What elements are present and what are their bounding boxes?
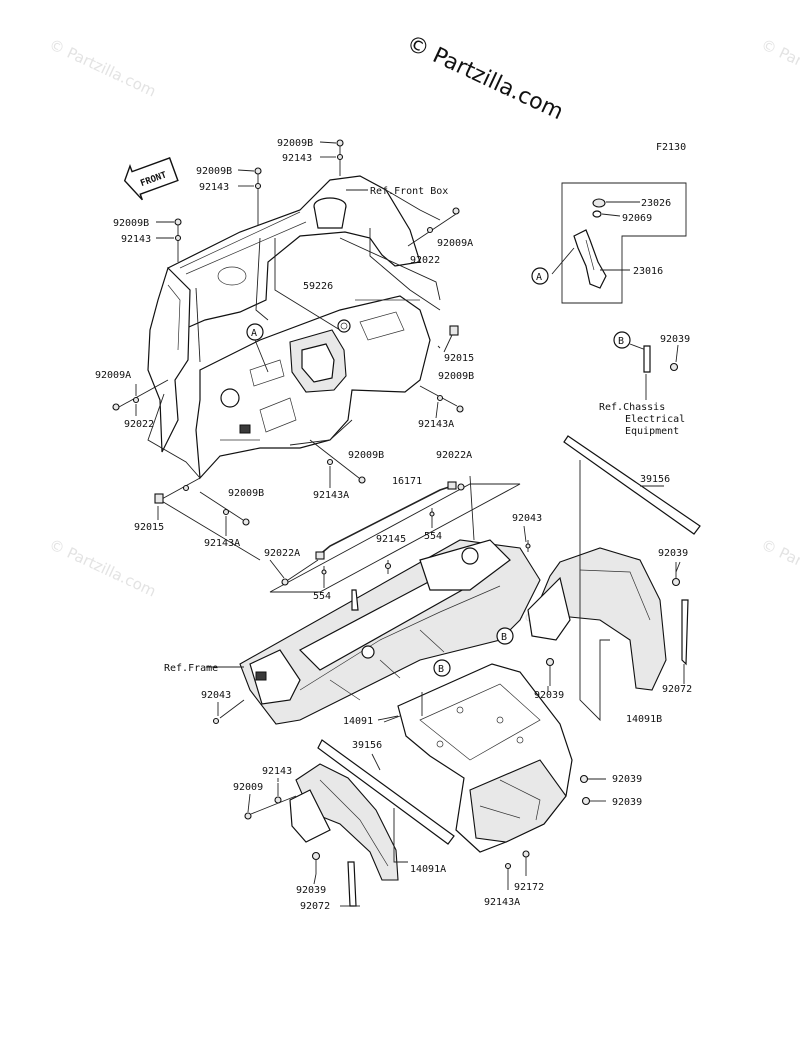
strip-39156-lower <box>317 739 455 845</box>
part-labels: 92009B 92143 92009B 92143 92009B 92143 R… <box>95 138 692 912</box>
part-label: 14091A <box>410 864 446 875</box>
part-label: 92015 <box>444 353 474 364</box>
part-label: 92143A <box>313 490 349 501</box>
part-label: 23016 <box>633 266 663 277</box>
fasteners-right <box>671 562 689 680</box>
part-label: 39156 <box>640 474 670 485</box>
ref-label: Ref.Chassis <box>599 402 665 413</box>
part-label: 92009B <box>113 218 149 229</box>
dashboard-panel <box>195 295 431 480</box>
part-label: 92143 <box>282 153 312 164</box>
fasteners-floor <box>212 657 606 890</box>
part-label: 92143A <box>484 897 520 908</box>
part-label: 14091 <box>343 716 373 727</box>
fasteners-lower-left <box>244 783 360 907</box>
part-label: 92143A <box>418 419 454 430</box>
ref-label: Ref.Frame <box>164 663 218 674</box>
part-label: 92009B <box>228 488 264 499</box>
figure-code: F2130 <box>656 142 686 153</box>
callout-b-circle <box>496 627 514 645</box>
upper-cover-panel <box>167 175 421 331</box>
leader-lines <box>135 141 685 907</box>
part-label: 92143 <box>262 766 292 777</box>
part-label: 39156 <box>352 740 382 751</box>
callout-a-circle <box>531 267 549 285</box>
copyright-text: © Partzilla.com <box>402 31 566 125</box>
part-label: 92022 <box>124 419 154 430</box>
right-fender-14091b <box>527 460 667 722</box>
detail-box-a: A <box>531 182 687 304</box>
part-label: 92143 <box>121 234 151 245</box>
part-label: 92039 <box>612 774 642 785</box>
callout-b-label: B <box>501 632 507 643</box>
part-label: 92043 <box>201 690 231 701</box>
callout-b-label: B <box>618 336 624 347</box>
part-label: 92009B <box>196 166 232 177</box>
cable-16171 <box>281 475 531 588</box>
part-label: 92039 <box>296 885 326 896</box>
part-label: 92009A <box>437 238 473 249</box>
part-label: 92172 <box>514 882 544 893</box>
part-label: 554 <box>424 531 442 542</box>
ref-label: Ref.Front Box <box>370 186 448 197</box>
part-label: 92039 <box>660 334 690 345</box>
part-label: 92015 <box>134 522 164 533</box>
fasteners-upper <box>112 139 464 526</box>
assembly-lines <box>147 189 441 561</box>
part-label: 554 <box>313 591 331 602</box>
part-label: 92039 <box>612 797 642 808</box>
part-label: 92143A <box>204 538 240 549</box>
detail-b-upper: B <box>613 331 679 400</box>
watermark-text: © Partzilla.com <box>46 535 159 600</box>
left-fender-14091a <box>289 763 408 881</box>
front-arrow-icon: FRONT <box>123 157 179 201</box>
callout-a-label: A <box>251 328 257 339</box>
part-label: 92009A <box>95 370 131 381</box>
part-label: 92009B <box>277 138 313 149</box>
part-label: 92022 <box>410 255 440 266</box>
ref-label: Electrical <box>625 414 685 425</box>
watermark-text: © Partzilla.com <box>46 35 159 100</box>
strip-39156-upper <box>563 435 701 535</box>
part-label: 92069 <box>622 213 652 224</box>
part-label: 92009B <box>348 450 384 461</box>
frame-assembly <box>239 483 541 725</box>
part-label: 59226 <box>303 281 333 292</box>
part-label: 92072 <box>662 684 692 695</box>
part-label: 92039 <box>658 548 688 559</box>
callout-b-circle <box>433 659 451 677</box>
watermark-text: © Partzilla.com <box>758 535 800 600</box>
floor-pan-14091 <box>383 663 573 853</box>
callout-b-label: B <box>438 664 444 675</box>
part-label: 14091B <box>626 714 662 725</box>
part-label: 92009 <box>233 782 263 793</box>
part-label: 92072 <box>300 901 330 912</box>
part-label: 92039 <box>534 690 564 701</box>
part-label: 92143 <box>199 182 229 193</box>
part-label: 92145 <box>376 534 406 545</box>
part-label: 23026 <box>641 198 671 209</box>
part-label: 92022A <box>436 450 472 461</box>
part-label: 92043 <box>512 513 542 524</box>
callout-a-label: A <box>536 272 542 283</box>
part-label: 92022A <box>264 548 300 559</box>
ref-label: Equipment <box>625 426 679 437</box>
part-label: 16171 <box>392 476 422 487</box>
watermark-text: © Partzilla.com <box>758 35 800 100</box>
part-label: 92009B <box>438 371 474 382</box>
left-side-panel <box>147 266 191 453</box>
